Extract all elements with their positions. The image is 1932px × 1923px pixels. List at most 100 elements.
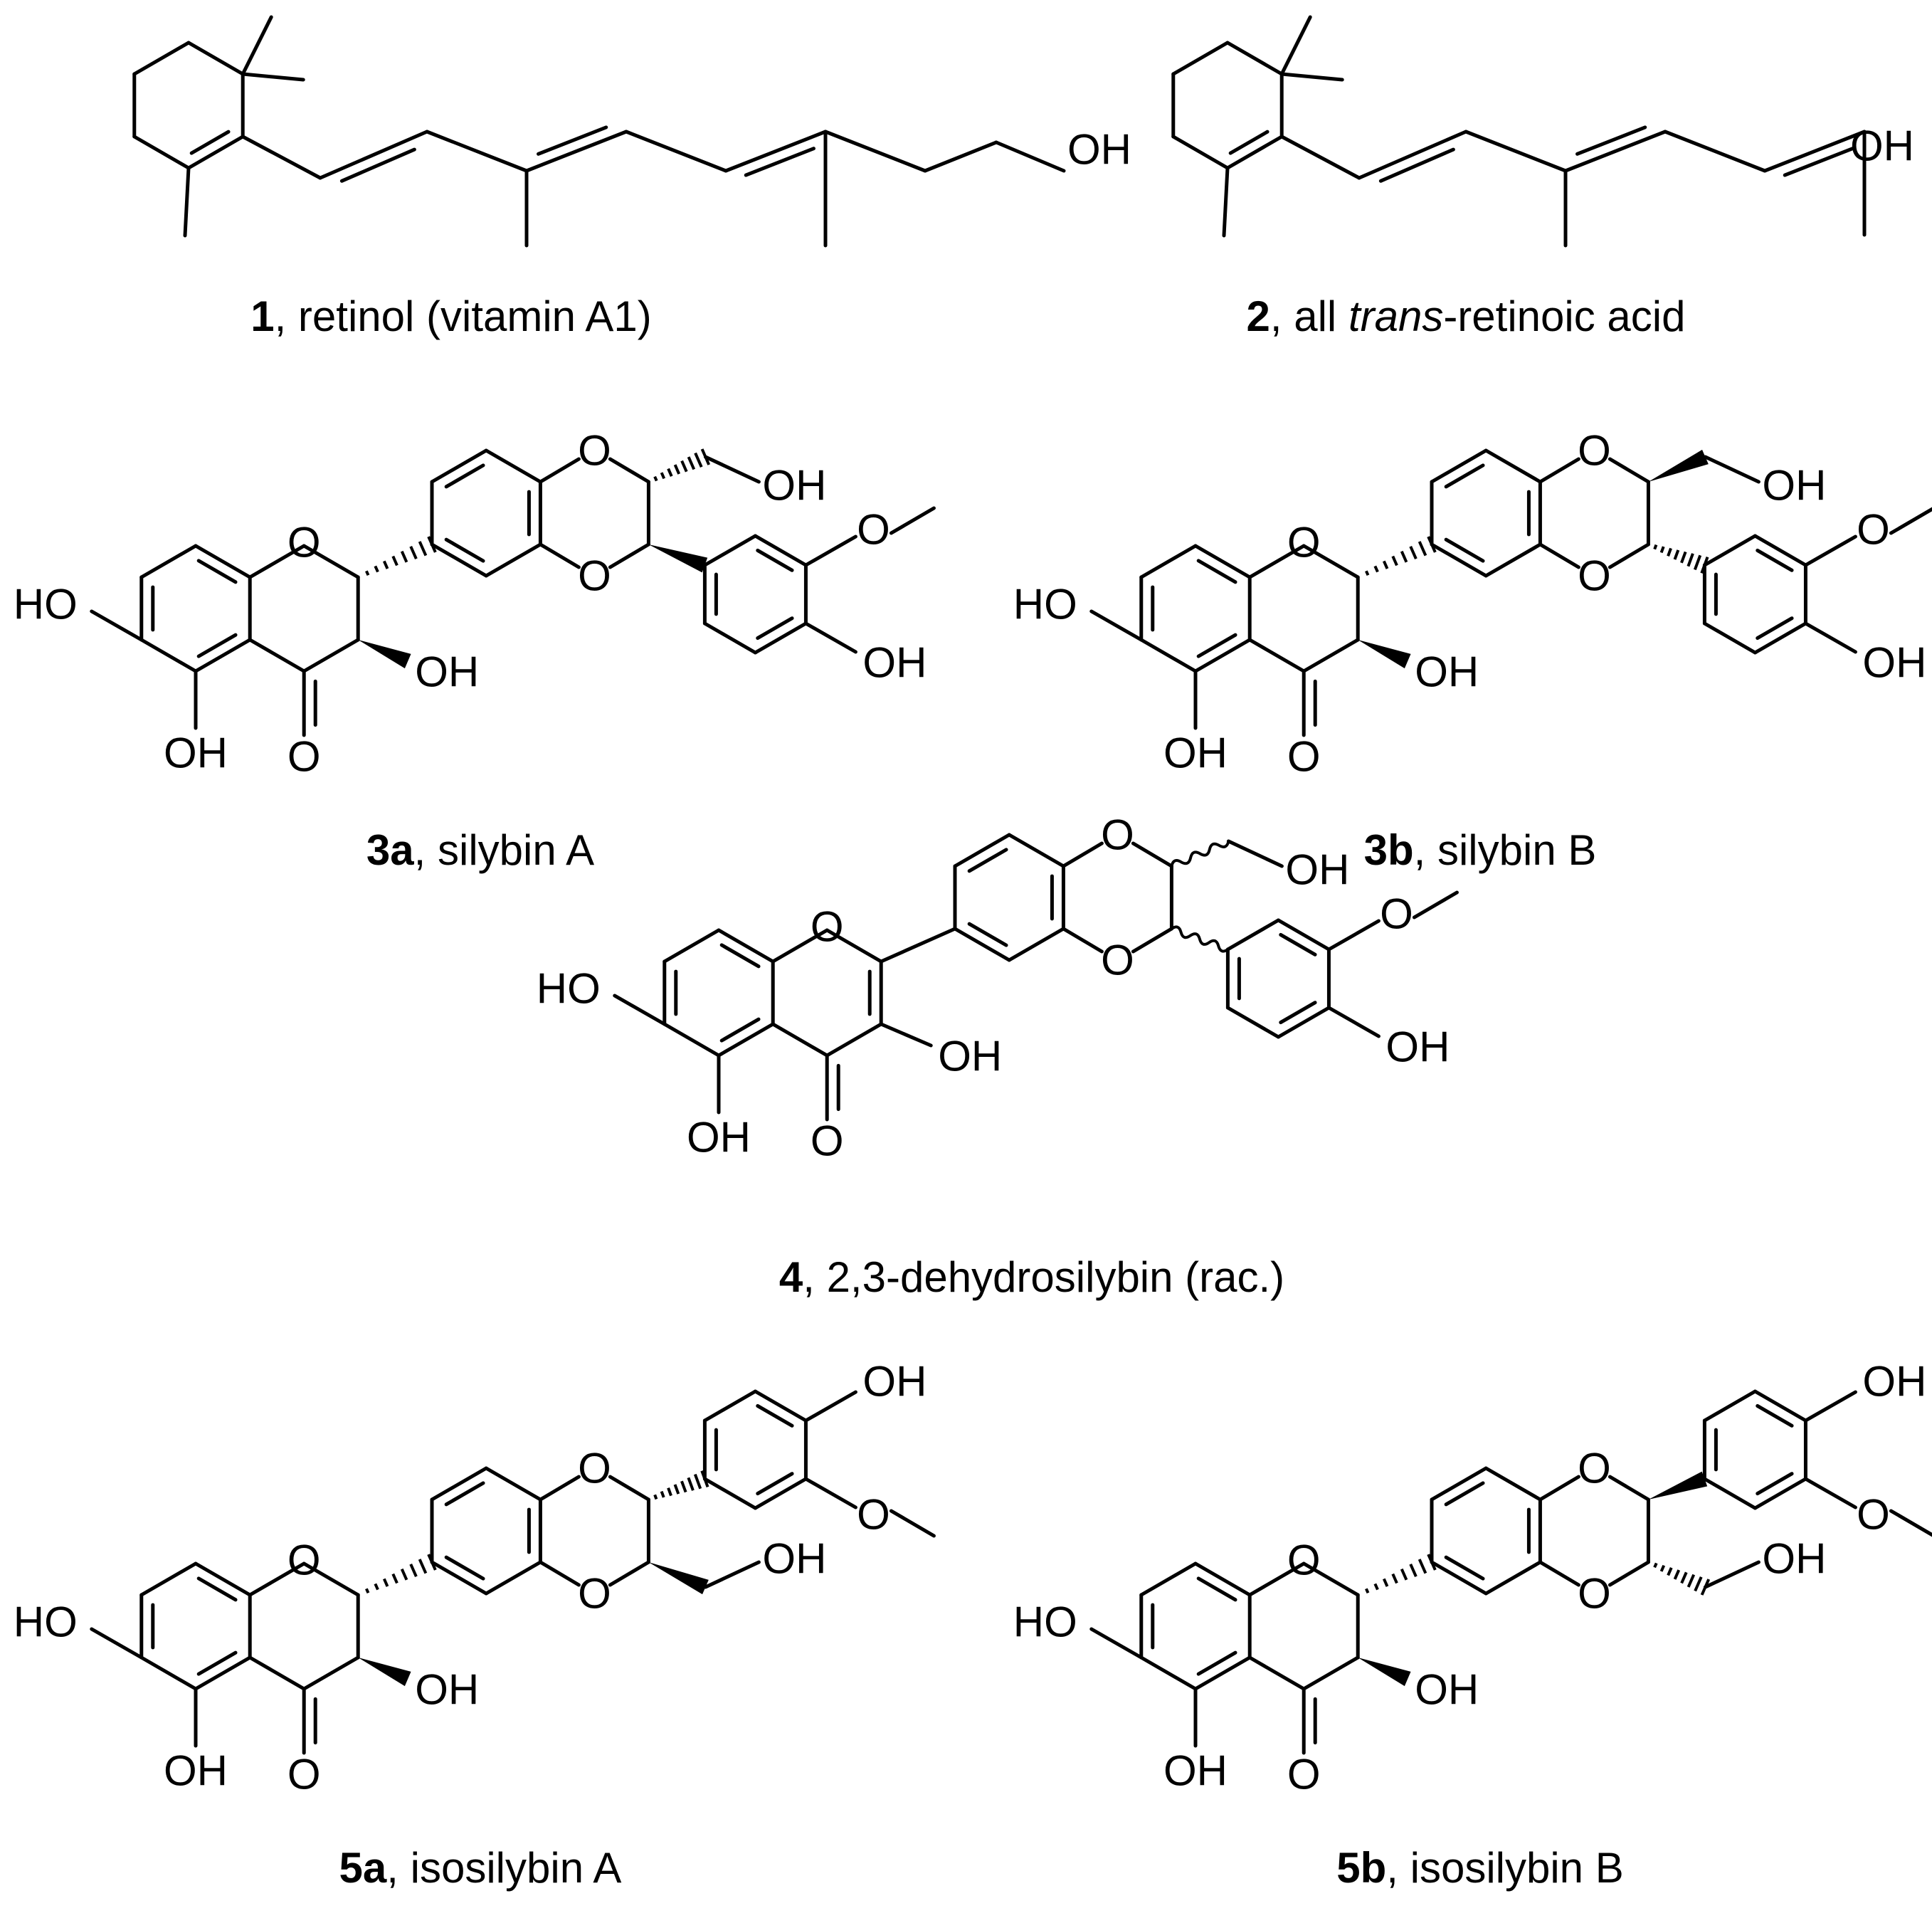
compound-name-prefix: all [1294, 293, 1348, 340]
bond-line [1196, 559, 1237, 584]
bond-line [1302, 638, 1360, 673]
hash-bond [1382, 1578, 1389, 1587]
bond-line [538, 542, 581, 569]
bond-line [1412, 890, 1459, 920]
bond-line [1357, 130, 1468, 180]
atom-label: O [1857, 1491, 1890, 1539]
bond-line [1538, 1560, 1580, 1587]
bond-line [1276, 1006, 1331, 1039]
hash-bond [653, 475, 658, 482]
bond-line [444, 1481, 485, 1507]
hash-bond [1673, 549, 1680, 560]
atom-label: O [1287, 519, 1321, 567]
bond-line [444, 537, 485, 563]
wavy-bond [1171, 925, 1229, 953]
bond-line [1226, 839, 1284, 868]
bond-line [194, 638, 252, 673]
bond-line [953, 927, 1011, 962]
bond-line [923, 140, 998, 173]
hash-bond [1365, 570, 1370, 576]
atom-label: OH [1862, 639, 1926, 687]
hash-bond [660, 1490, 665, 1498]
bond-line [719, 1017, 761, 1043]
atom-label: OH [1862, 1358, 1926, 1406]
atom-label: O [287, 1751, 321, 1798]
caption-compound-3a: 3a, silybin A [366, 826, 594, 874]
bond-line [753, 534, 808, 567]
bond-line [484, 542, 542, 578]
hash-bond [1686, 553, 1694, 567]
atom-label: OH [762, 462, 826, 510]
bond-line [1131, 927, 1173, 954]
hash-bond [1667, 547, 1672, 557]
hash-bond [700, 448, 711, 465]
bond-line [248, 1655, 306, 1691]
bond-line [430, 448, 488, 484]
hash-bond [1391, 1573, 1398, 1584]
bond-line [1193, 1655, 1252, 1691]
bond-line [1702, 621, 1757, 655]
hash-bond [391, 1573, 398, 1584]
bond-line [484, 1466, 542, 1502]
bond-line [702, 1389, 757, 1423]
caption-compound-2: 2, all trans-retinoic acid [1247, 293, 1686, 340]
bond-line [302, 544, 360, 579]
compound-number: 3b [1364, 826, 1414, 874]
bond-line [444, 1555, 485, 1581]
atom-label: OH [1385, 1023, 1450, 1071]
bond-line [241, 15, 273, 76]
bond-line [1007, 927, 1065, 962]
bond-line [196, 1576, 238, 1602]
bond-line [756, 1472, 794, 1496]
hash-bond [693, 1473, 702, 1490]
wavy-bond [1170, 841, 1230, 867]
hash-bond [667, 1487, 672, 1497]
bond-line [825, 1022, 883, 1058]
hash-bond [1427, 1554, 1437, 1571]
bond-line [1139, 544, 1198, 579]
compound-name-italic: trans [1348, 293, 1443, 340]
atom-label: O [578, 1570, 611, 1618]
bond-line [663, 928, 721, 964]
bond-line [484, 448, 542, 484]
bond-line [1756, 1403, 1794, 1428]
bond-line [1276, 918, 1331, 952]
bond-line [1575, 125, 1647, 156]
bond-line [803, 621, 857, 654]
bond-line [994, 140, 1066, 173]
atom-label: O [287, 1537, 321, 1584]
bond-line [1753, 1389, 1807, 1423]
hash-bond [409, 546, 418, 559]
hash-bond [382, 560, 389, 569]
atom-label: O [287, 519, 321, 567]
hash-bond [1659, 546, 1665, 554]
bond-line [1131, 841, 1173, 868]
bond-line [1444, 537, 1485, 563]
bond-line [1247, 544, 1306, 579]
hash-bond [667, 468, 673, 477]
bond-line [1279, 135, 1361, 180]
bond-line [1326, 1006, 1381, 1038]
bond-line [967, 922, 1008, 947]
bond-line [825, 928, 883, 964]
atom-label: O [1101, 937, 1134, 984]
atom-label: O [1857, 506, 1890, 554]
bond-line [484, 1560, 542, 1596]
bond-line [1193, 638, 1252, 673]
wedge-bond [1648, 449, 1709, 482]
caption-compound-5b: 5b, isosilybin B [1336, 1844, 1624, 1892]
bond-line [1538, 457, 1580, 484]
atom-label: OH [1163, 1747, 1228, 1795]
bond-line [1703, 455, 1761, 484]
compound-name: retinol (vitamin A1) [298, 293, 652, 340]
bond-line [1756, 616, 1794, 641]
bond-line [1247, 638, 1306, 673]
atom-label: O [1578, 427, 1611, 475]
hash-bond [374, 1583, 379, 1591]
wedge-bond [358, 640, 411, 669]
bond-line [1326, 919, 1381, 952]
bond-line [1702, 1389, 1757, 1423]
atom-label: HO [14, 581, 78, 628]
bond-line [139, 544, 198, 579]
atom-label: OH [687, 1114, 751, 1161]
